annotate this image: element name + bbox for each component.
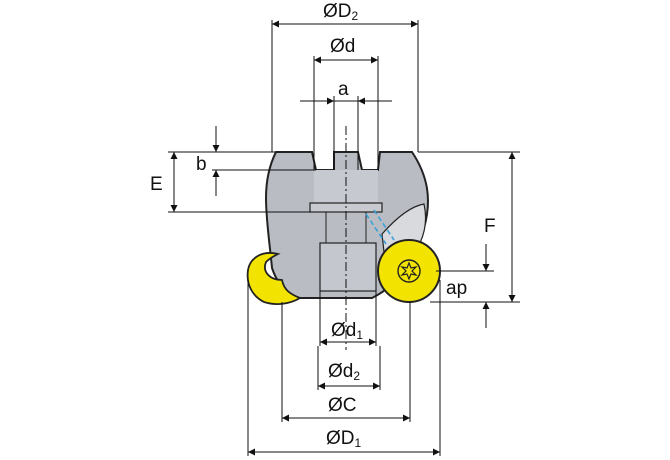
label-E: E	[150, 174, 163, 195]
label-F: F	[484, 216, 496, 237]
label-D2: ØD2	[323, 1, 359, 23]
label-a: a	[338, 79, 349, 100]
dimension-a: a	[300, 79, 392, 170]
dimension-ap: ap	[436, 244, 494, 328]
right-insert	[377, 239, 441, 303]
label-ap: ap	[446, 278, 467, 299]
dimension-d1: Ød1	[319, 291, 377, 346]
dimension-E: E	[150, 151, 310, 213]
dimension-D2: ØD2	[271, 1, 419, 152]
left-insert	[246, 252, 303, 305]
dimension-F: F	[418, 151, 520, 303]
bore-lower	[319, 242, 377, 292]
coolant-channel-b	[373, 209, 395, 241]
label-d2: Ød2	[328, 361, 360, 383]
label-d: Ød	[330, 36, 355, 57]
coolant-channel-a	[365, 213, 387, 245]
cutter-body	[264, 151, 429, 299]
dimension-d: Ød	[313, 36, 379, 170]
dimension-d2: Ød2	[317, 346, 381, 390]
label-d1: Ød1	[331, 320, 363, 342]
label-D1: ØD1	[326, 428, 362, 450]
dimension-C: ØC	[281, 302, 411, 422]
label-b: b	[196, 154, 207, 175]
left-insert-shape	[246, 252, 303, 305]
torx-screw-icon	[397, 259, 421, 283]
dimension-b: b	[196, 126, 316, 196]
label-C: ØC	[328, 395, 357, 416]
dimension-D1: ØD1	[247, 280, 441, 456]
